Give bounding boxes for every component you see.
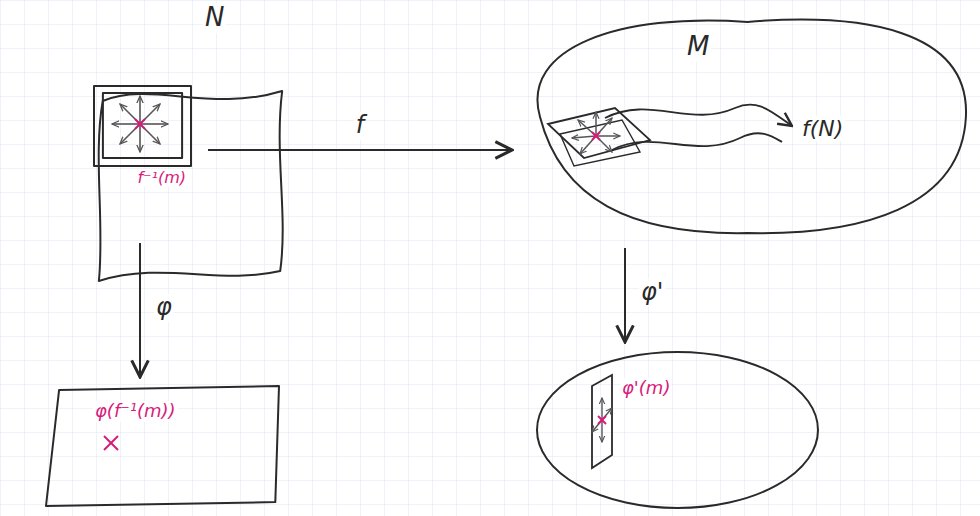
point-mark — [592, 132, 600, 140]
point-mark — [598, 416, 606, 424]
chart-ellipse-outline — [537, 352, 818, 508]
tangent-plane — [560, 120, 640, 166]
chart-square-outline — [94, 86, 191, 166]
math-label: f⁻¹(m) — [135, 169, 188, 187]
math-label: φ'(m) — [620, 378, 672, 399]
point-mark — [135, 119, 145, 129]
slice-plane — [592, 375, 612, 468]
outline — [45, 385, 280, 507]
leader-arrow — [605, 105, 792, 126]
manifold-blob: M — [520, 8, 975, 240]
manifold-blob-outline — [537, 20, 966, 234]
chart-domain-outline — [46, 386, 279, 506]
map-arrow — [624, 248, 626, 342]
manifold-sheet-outline — [99, 91, 283, 281]
tangent-star — [592, 398, 612, 442]
map-name: φ — [154, 294, 174, 322]
math-label: M — [685, 32, 711, 62]
outline — [520, 8, 975, 240]
outline — [93, 85, 192, 189]
tangent-star — [112, 96, 168, 152]
manifold-name: N — [203, 3, 226, 33]
manifold-sheet: f⁻¹(m)N — [5, 35, 200, 235]
chart-square: f⁻¹(m) — [93, 85, 192, 189]
point-cross — [104, 436, 118, 450]
map-arrow — [208, 149, 512, 151]
outline — [535, 350, 820, 510]
outline — [5, 35, 200, 235]
chart-domain: φ(f⁻¹(m)) — [45, 385, 280, 507]
submanifold-name: f(N) — [800, 116, 845, 141]
map-name: φ' — [639, 279, 665, 307]
submanifold-sheet — [612, 133, 782, 150]
map-name: f — [354, 112, 366, 140]
chart-ellipse: φ'(m) — [535, 350, 820, 510]
map-arrow — [139, 243, 141, 377]
math-label: φ(f⁻¹(m)) — [93, 401, 178, 422]
tangent-star — [572, 112, 620, 154]
